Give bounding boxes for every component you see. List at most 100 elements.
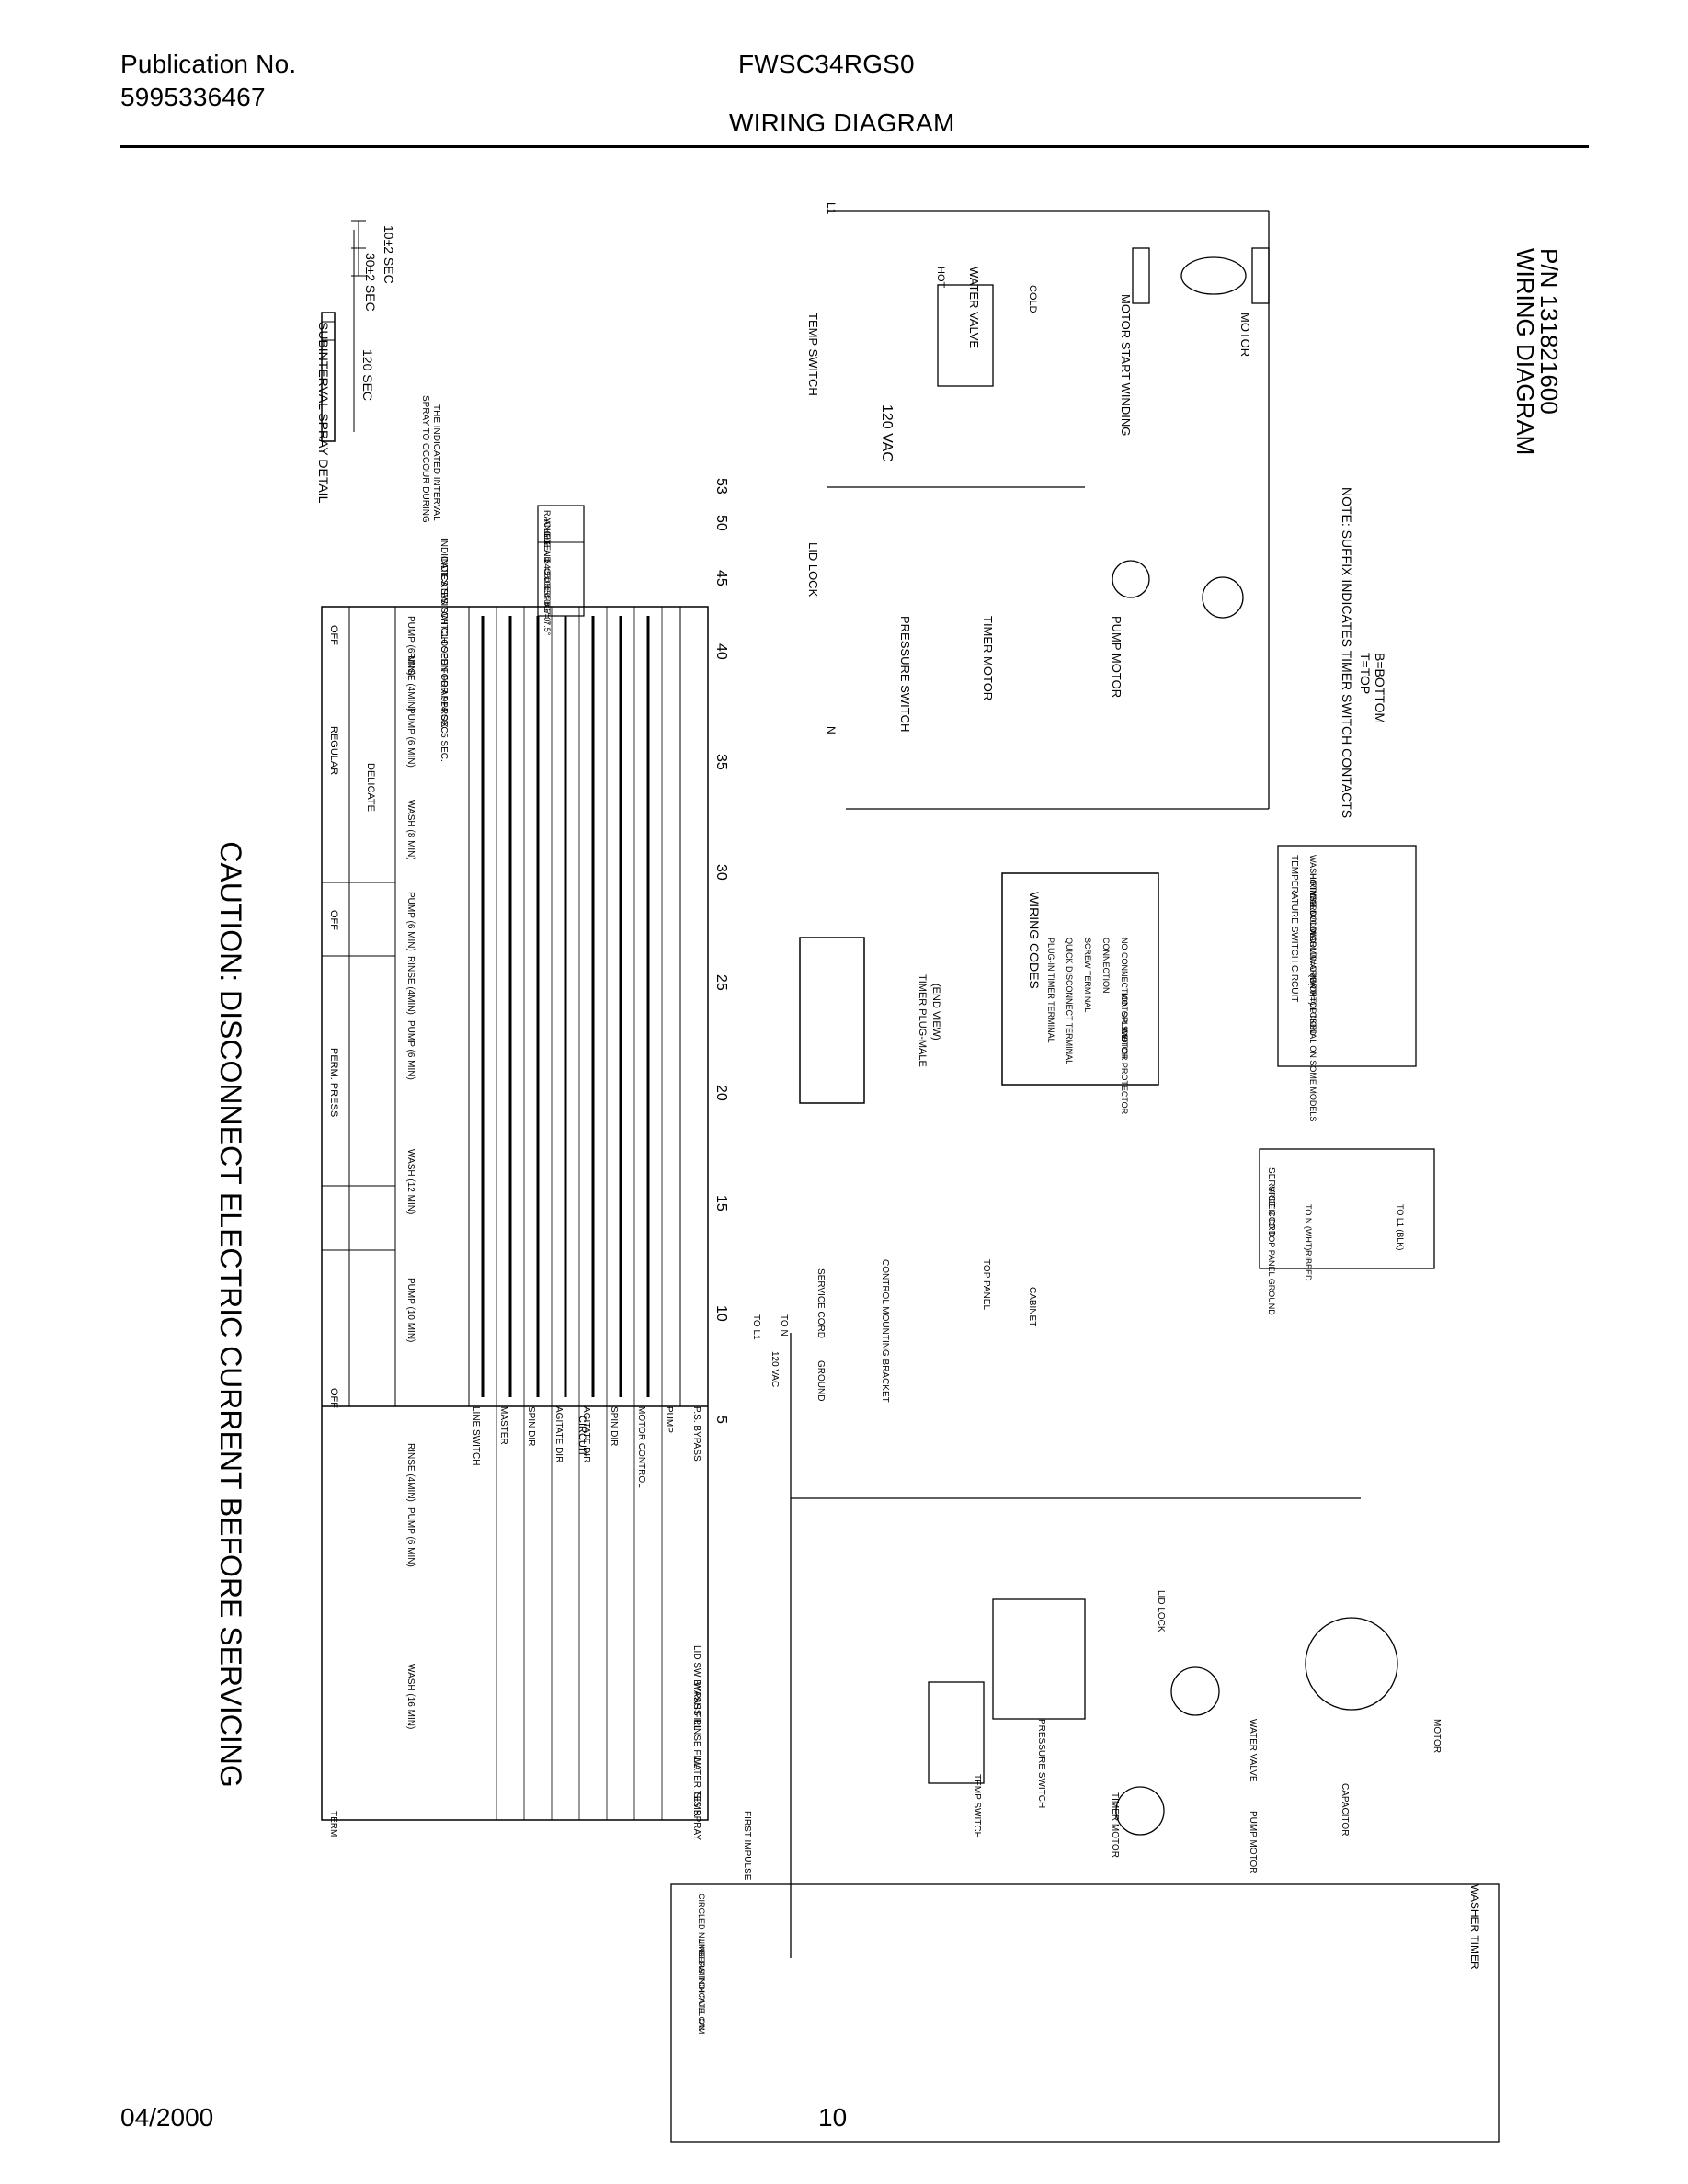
pic-capacitor: CAPACITOR bbox=[1340, 1783, 1350, 1836]
wiring-codes: WIRING CODES PLUG-IN TIMER TERMINAL QUIC… bbox=[1001, 872, 1159, 1115]
tick-50: 50 bbox=[713, 515, 729, 531]
rachet-row-e: E = 6.5° bbox=[542, 586, 552, 617]
spray-note2: THE INDICATED INTERVAL bbox=[431, 404, 441, 521]
pic-cabinet: CABINET bbox=[1027, 1287, 1037, 1326]
sch-vac: 120 VAC bbox=[879, 404, 895, 462]
circuit-motor-control: MOTOR CONTROL bbox=[636, 1406, 646, 1488]
tick-15: 15 bbox=[713, 1195, 729, 1211]
pic-vac: 120 VAC bbox=[770, 1351, 780, 1387]
phase-pp-pump2: PUMP (6 MIN) bbox=[405, 892, 416, 951]
term-header: TERM bbox=[328, 1811, 338, 1837]
circuit-rinse-fill: RINSE FILL bbox=[691, 1719, 701, 1769]
circuit-sis-spray: SIS SPRAY bbox=[691, 1792, 701, 1840]
chart-rows bbox=[496, 607, 663, 1820]
tick-10: 10 bbox=[713, 1305, 729, 1322]
tick-53: 53 bbox=[713, 478, 729, 495]
cycle-regular: REGULAR bbox=[328, 726, 339, 775]
temp-h0: WASH/RINSE bbox=[1308, 855, 1317, 907]
sch-motor: MOTOR bbox=[1238, 313, 1252, 357]
rachet-legend: RACHET ANGLE LEGEND A = 4.5° B = 5.0° C … bbox=[537, 505, 585, 636]
temp-r1: WARM/COLD bbox=[1308, 892, 1317, 943]
cycle-off-3: OFF bbox=[328, 625, 339, 645]
pic-pump-motor: PUMP MOTOR bbox=[1248, 1811, 1258, 1874]
sch-cold: COLD bbox=[1027, 285, 1038, 313]
schematic bbox=[827, 210, 1270, 810]
spray-title: SUBINTERVAL SPRAY DETAIL bbox=[316, 322, 331, 504]
spray-detail: SUBINTERVAL SPRAY DETAIL 10±2 SEC 30±2 S… bbox=[316, 220, 441, 523]
footer-date: 04/2000 bbox=[120, 2103, 214, 2132]
cord-title: SERVICE CORD bbox=[1266, 1167, 1276, 1237]
spray-t1: 10±2 SEC bbox=[382, 225, 396, 284]
publication-number: 5995336467 bbox=[120, 83, 266, 111]
cycle-delicate: DELICATE bbox=[365, 763, 376, 812]
circuit-header: CIRCUIT bbox=[576, 1416, 587, 1457]
rachet-title-3: LEGEND bbox=[542, 529, 552, 563]
phase-pp-wash: WASH (12 MIN) bbox=[405, 1149, 416, 1214]
phase-regular-pump2: PUMP (10 MIN) bbox=[405, 1278, 416, 1342]
pic-circled-note: CIRCLED NUMBERS INDICATE CAM bbox=[697, 1894, 706, 2034]
code-motor-protector: MOTOR PROTECTOR bbox=[1120, 1029, 1129, 1115]
phase-del-pump: PUMP (6 MIN) bbox=[405, 708, 416, 768]
pic-timer: WASHER TIMER bbox=[1468, 1884, 1481, 1970]
sch-temp-switch: TEMP SWITCH bbox=[806, 313, 820, 396]
tick-5: 5 bbox=[713, 1416, 729, 1424]
sch-pump-motor: PUMP MOTOR bbox=[1110, 616, 1123, 698]
pic-motor: MOTOR bbox=[1431, 1719, 1442, 1753]
rachet-title-1: RACHET bbox=[542, 510, 552, 545]
pic-line-switch: LINE SWITCH PULL-ON bbox=[697, 1939, 706, 2031]
cycle-perm-press: PERM. PRESS bbox=[328, 1048, 339, 1117]
phase-regular-pump: PUMP (6 MIN) bbox=[405, 1507, 416, 1567]
circuit-spin-dir: SPIN DIR bbox=[526, 1406, 536, 1446]
circuit-ps-bypass: P.S. BYPASS bbox=[691, 1406, 701, 1462]
circuit-pump: PUMP bbox=[664, 1406, 674, 1433]
sch-pressure-switch: PRESSURE SWITCH bbox=[898, 616, 912, 732]
circuit-wash-fill: WASH FILL bbox=[691, 1682, 701, 1731]
phase-del-wash: WASH (8 MIN) bbox=[405, 800, 416, 860]
rachet-title-2: ANGLE bbox=[542, 519, 552, 548]
code-motor-switch: MOTOR SWITCH bbox=[1120, 993, 1129, 1058]
phase-pp-pump: PUMP (6 MIN) bbox=[405, 1020, 416, 1080]
temp-note1: 0=OPEN X=CLOSED bbox=[1308, 956, 1317, 1036]
pic-control-bracket: CONTROL MOUNTING BRACKET bbox=[880, 1259, 890, 1403]
pic-service-cord: SERVICE CORD bbox=[815, 1268, 826, 1338]
code-screw: SCREW TERMINAL bbox=[1083, 938, 1092, 1012]
spray-t2: 30±2 SEC bbox=[363, 253, 378, 312]
legend-closed: INDICATES SWITCH CLOSED FOR APPROX. 5 SE… bbox=[439, 538, 449, 762]
sch-l1: L1 bbox=[825, 202, 838, 215]
cycle-off-2: OFF bbox=[328, 910, 339, 930]
temp-r0: HOT/COLD bbox=[1308, 873, 1317, 916]
pic-lid-lock: LID LOCK bbox=[1156, 1590, 1166, 1632]
cycle-off-1: OFF bbox=[328, 1388, 339, 1408]
footer-page: 10 bbox=[818, 2103, 848, 2132]
legend-open: INDICATES SWITCH OPEN FOR 9±4 SEC. bbox=[439, 556, 449, 735]
timer-plug: TIMER PLUG-MALE (END VIEW) bbox=[799, 937, 941, 1104]
rachet-row-c: C = 5.5° bbox=[542, 568, 552, 598]
tick-35: 35 bbox=[713, 754, 729, 770]
pic-top-panel: TOP PANEL bbox=[981, 1259, 991, 1310]
code-no-connection: NO CONNECTION bbox=[1120, 938, 1129, 1008]
spray-note1: SPRAY TO OCCOUR DURING bbox=[420, 395, 430, 523]
cord-ribbed: RIBBED bbox=[1304, 1250, 1313, 1281]
tick-25: 25 bbox=[713, 974, 729, 991]
sch-motor-start: MOTOR START WINDING bbox=[1119, 294, 1133, 436]
pictorial bbox=[670, 1333, 1500, 2143]
circuit-water-temp: WATER TEMP. bbox=[691, 1756, 701, 1817]
plug-subtitle: (END VIEW) bbox=[930, 984, 941, 1041]
sch-n: N bbox=[825, 726, 838, 734]
cord-to-l1: TO L1 (BLK) bbox=[1396, 1204, 1405, 1250]
tick-20: 20 bbox=[713, 1085, 729, 1101]
circuit-spin-dir-2: SPIN DIR bbox=[609, 1406, 619, 1446]
first-impulse: FIRST IMPULSE bbox=[742, 1811, 752, 1881]
part-number: P/N 131821600 bbox=[1535, 248, 1563, 415]
sch-lid-lock: LID LOCK bbox=[806, 542, 820, 597]
code-plug-in: PLUG-IN TIMER TERMINAL bbox=[1046, 938, 1055, 1043]
phase-del-pump2: PUMP (6 MIN) bbox=[405, 616, 416, 676]
sch-hot: HOT bbox=[935, 267, 946, 289]
diagram-title: WIRING DIAGRAM bbox=[1511, 248, 1539, 455]
pic-water-valve: WATER VALVE bbox=[1248, 1719, 1258, 1782]
pic-timer-motor: TIMER MOTOR bbox=[1110, 1792, 1120, 1858]
pic-ground: GROUND bbox=[815, 1360, 826, 1401]
pic-pressure-switch: PRESSURE SWITCH bbox=[1036, 1719, 1046, 1808]
rachet-row-b: B = 5.0° bbox=[542, 559, 552, 589]
pictorial-labels: TO L1 TO N 120 VAC SERVICE CORD GROUND C… bbox=[697, 1259, 1481, 2034]
